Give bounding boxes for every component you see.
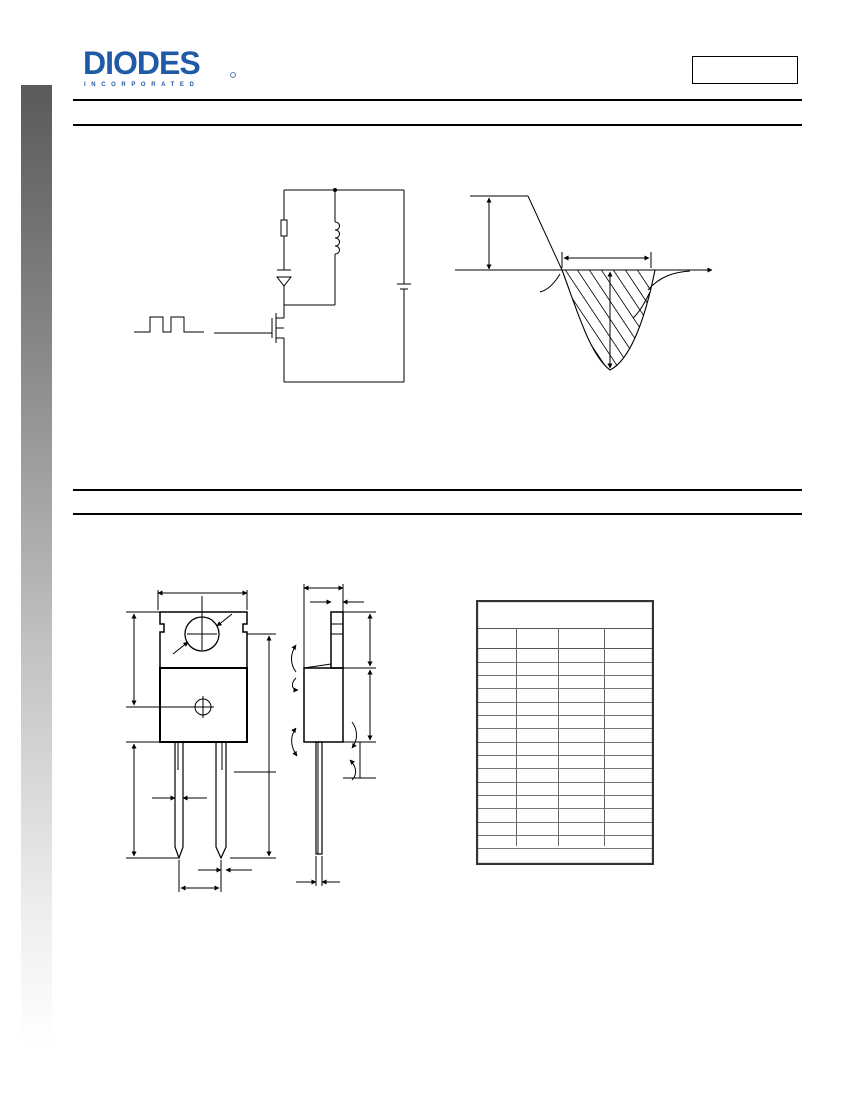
- table-header-row: [478, 628, 652, 649]
- package-side-view: [291, 584, 376, 886]
- table-row: [478, 715, 652, 716]
- section-rule-top: [73, 124, 802, 126]
- package-dimensions-table: [476, 600, 654, 865]
- table-row: [478, 662, 652, 663]
- table-row: [478, 822, 652, 823]
- table-row: [478, 688, 652, 689]
- part-number-box: [692, 56, 798, 84]
- brand-name: DIODES: [83, 45, 200, 81]
- table-column-divider: [558, 628, 559, 846]
- table-row: [478, 728, 652, 729]
- section-rule-mid: [73, 489, 802, 491]
- table-title: [478, 602, 652, 629]
- package-front-view: [126, 590, 276, 892]
- table-row: [478, 675, 652, 676]
- table-row: [478, 702, 652, 703]
- section-rule-bottom: [73, 513, 802, 515]
- table-row: [478, 848, 652, 849]
- table-row: [478, 795, 652, 796]
- table-row: [478, 742, 652, 743]
- gate-pulse-waveform: [134, 316, 204, 333]
- side-gradient-bar: [21, 85, 52, 1043]
- brand-tagline: INCORPORATED: [84, 82, 199, 88]
- table-row: [478, 808, 652, 809]
- table-row: [478, 768, 652, 769]
- table-column-divider: [604, 628, 605, 846]
- diode-symbol: [275, 269, 293, 287]
- header-rule: [73, 99, 802, 101]
- recovery-waveform: [455, 195, 713, 371]
- inductor-symbol: [334, 221, 340, 255]
- table-column-divider: [516, 628, 517, 846]
- diodes-logo: DIODES INCORPORATED: [83, 45, 236, 88]
- table-row: [478, 755, 652, 756]
- test-circuit-diagram: [134, 188, 411, 383]
- resistor-symbol: [280, 219, 288, 237]
- table-row: [478, 835, 652, 836]
- table-row: [478, 782, 652, 783]
- registered-icon: [230, 72, 236, 78]
